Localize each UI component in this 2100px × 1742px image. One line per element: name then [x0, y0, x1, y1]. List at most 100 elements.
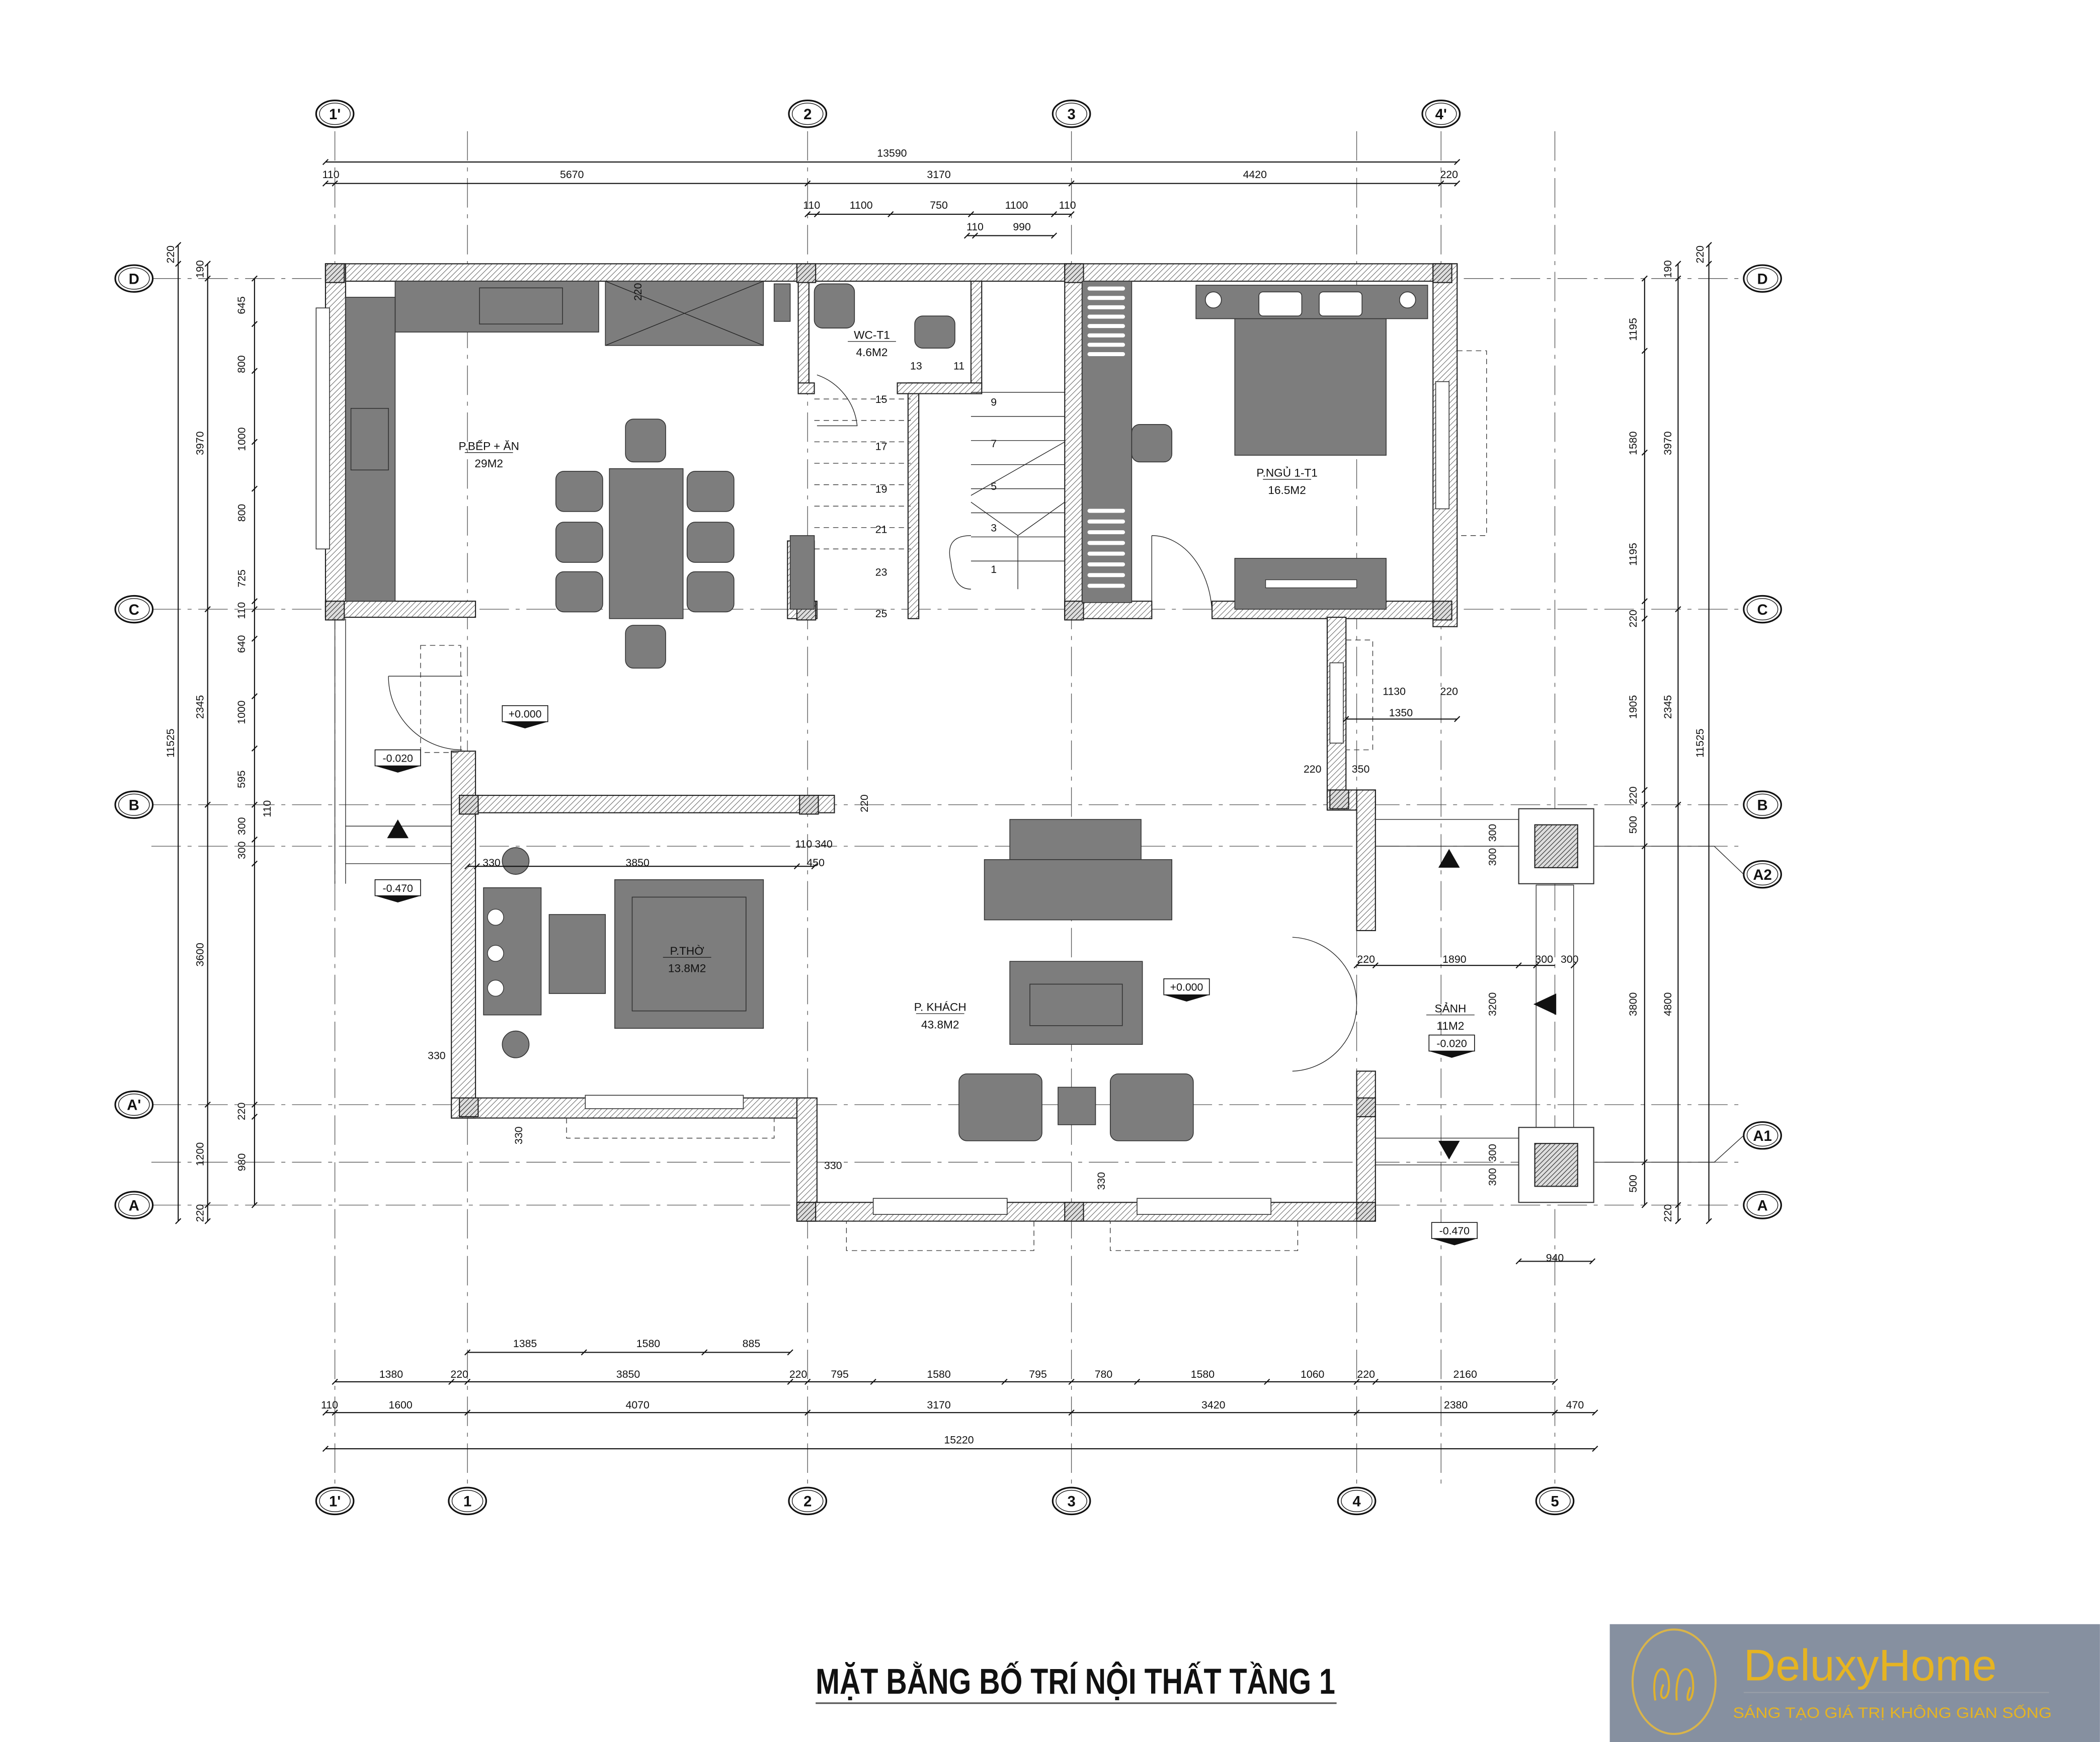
stair-step-number: 15 [875, 393, 887, 405]
stair-step-number: 25 [875, 608, 887, 620]
stair-newel [949, 535, 971, 590]
axis-bubble-circle [788, 1486, 828, 1516]
wall-segment [907, 382, 920, 619]
dimension-label: 3170 [927, 169, 950, 181]
dining-chair [625, 419, 666, 463]
dimension-tick [464, 1409, 471, 1416]
dimension-tick [1641, 449, 1648, 456]
window-frame [1329, 662, 1344, 744]
interior-dimension: 300 [1486, 1168, 1498, 1186]
dimension-tick [251, 439, 258, 445]
dimension-label: 220 [235, 1103, 248, 1121]
dimension-tick [1051, 211, 1058, 217]
dimension-label: 640 [235, 635, 248, 653]
interior-dimension: 330 [824, 1159, 842, 1172]
dimension-tick [1675, 1202, 1681, 1208]
dimension-tick [870, 1378, 876, 1385]
dimension-label: 220 [450, 1368, 468, 1380]
dimension-tick [787, 1378, 793, 1385]
axis-bubble-inner [1425, 103, 1457, 125]
dimension-tick [1552, 1409, 1558, 1416]
dimension-label: 300 [235, 817, 248, 836]
dimension-tick [204, 801, 211, 808]
dimension-tick [1641, 275, 1648, 282]
interior-dimension: 300 [1486, 824, 1498, 842]
structural-column [325, 601, 345, 621]
axis-label: A' [127, 1098, 141, 1114]
wardrobe-hanger [1087, 352, 1125, 357]
dimension-tick [1068, 1409, 1075, 1416]
wardrobe-hanger [1087, 541, 1125, 545]
room-area: 29M2 [474, 457, 503, 470]
nightstand-lamp [1399, 291, 1416, 309]
axis-bubble: C [114, 595, 154, 624]
wall-segment [897, 382, 983, 394]
dimension-tick [251, 635, 258, 642]
dimension-label: 1195 [1627, 318, 1639, 341]
axis-bubble-circle [1421, 100, 1461, 128]
door-swing [1292, 937, 1357, 1072]
stair-step-number: 11 [953, 360, 964, 372]
dimension-label: 3420 [1201, 1399, 1225, 1411]
level-box [502, 705, 548, 722]
stair-step-number: 17 [875, 440, 887, 452]
dimension-tick [204, 1202, 211, 1208]
dimension-tick [251, 860, 258, 867]
dimension-label: 2160 [1453, 1368, 1477, 1380]
dimension-label: 1385 [513, 1338, 537, 1350]
dimension-tick [448, 1378, 455, 1385]
axis-bubble-circle [1743, 1191, 1782, 1219]
dimension-label: 725 [235, 569, 248, 588]
dimension-label: 795 [831, 1368, 849, 1380]
dimension-label: 1000 [235, 700, 248, 724]
dimension-tick [464, 1378, 471, 1385]
dimension-tick [175, 261, 182, 267]
stool [502, 847, 530, 875]
dimension-tick [701, 1349, 708, 1356]
dimension-label: 11525 [165, 728, 177, 758]
dimension-label: 1380 [379, 1368, 403, 1380]
dimension-tick [963, 232, 971, 239]
wall-segment [325, 601, 476, 618]
stair-step-number: 7 [991, 438, 997, 450]
dimension-tick [204, 1101, 211, 1108]
porch-column-core [1534, 824, 1578, 868]
dimension-tick [332, 180, 338, 187]
interior-dimension: 330 [482, 857, 501, 869]
door-swing [817, 374, 858, 427]
stair-step-number: 3 [991, 522, 997, 534]
dimension-tick [322, 180, 329, 187]
dimension-label: 1100 [850, 199, 873, 211]
axis-bubble-circle [114, 1191, 154, 1219]
window-frame [315, 307, 330, 550]
wardrobe-hanger [1087, 333, 1125, 338]
axis-bubble: B [1743, 790, 1782, 819]
dimension-tick [1706, 261, 1712, 267]
axis-label: D [129, 271, 139, 287]
dimension-tick [1001, 1378, 1008, 1385]
level-value: -0.470 [383, 882, 413, 894]
structural-column [1064, 601, 1084, 621]
axis-bubble-inner [1056, 103, 1087, 125]
dimension-label: 2380 [1444, 1399, 1468, 1411]
axis-label: C [1757, 602, 1768, 618]
dimension-tick [1515, 1258, 1522, 1265]
axis-bubble-inner [319, 1489, 351, 1512]
interior-dimension: 1890 [1442, 953, 1466, 965]
dimension-label: 1580 [1191, 1368, 1215, 1380]
dimension-label: 4800 [1662, 992, 1674, 1016]
structural-column [1064, 1202, 1084, 1222]
dimension-label: 1600 [388, 1399, 412, 1411]
dimension-tick [1051, 232, 1058, 239]
dimension-tick [175, 1218, 182, 1224]
axis-bubble-inner [1056, 1489, 1087, 1512]
dimension-tick [1372, 1378, 1379, 1385]
walls [315, 263, 1594, 1251]
dimension-label: 3850 [616, 1368, 640, 1380]
dimension-tick [251, 368, 258, 374]
structural-column [796, 263, 817, 283]
wardrobe-hanger [1087, 343, 1125, 347]
level-marker: +0.000 [1163, 978, 1210, 1002]
